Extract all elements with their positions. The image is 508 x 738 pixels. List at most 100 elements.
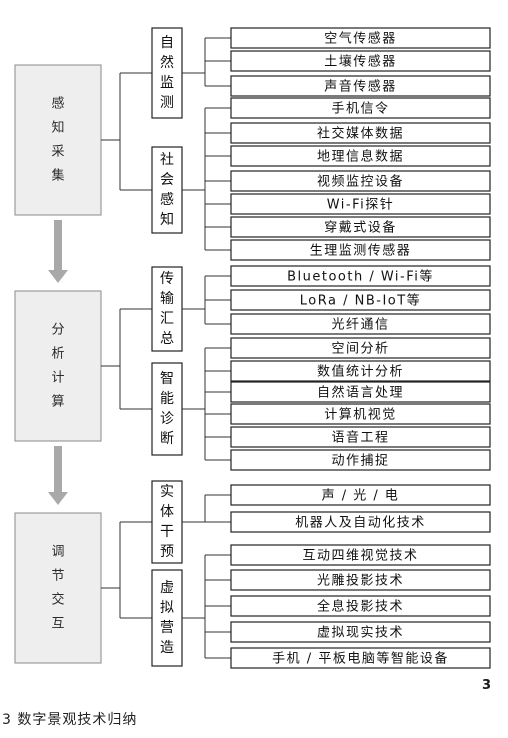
leaf-box bbox=[230, 145, 491, 167]
leaf-label: 数值统计分析 bbox=[317, 364, 404, 380]
group-label-char: 预 bbox=[160, 544, 174, 560]
stage-label-char: 算 bbox=[51, 395, 64, 410]
group-box bbox=[151, 362, 183, 456]
down-arrow-shaft bbox=[54, 446, 62, 493]
leaf-box bbox=[230, 647, 491, 669]
leaf-label: 动作捕捉 bbox=[331, 453, 389, 469]
leaf-box bbox=[230, 426, 491, 448]
stage-label-char: 析 bbox=[51, 347, 64, 362]
down-arrow-shaft bbox=[54, 220, 62, 271]
leaf-label: 生理监测传感器 bbox=[310, 243, 412, 259]
leaf-box bbox=[230, 621, 491, 643]
group-label-char: 虚 bbox=[160, 580, 174, 596]
leaf-label: 光雕投影技术 bbox=[317, 573, 404, 589]
group-label-char: 输 bbox=[160, 291, 174, 307]
leaf-label: 手机信令 bbox=[331, 102, 389, 117]
down-arrow-icon bbox=[48, 492, 68, 505]
stage-label-char: 调 bbox=[51, 545, 64, 560]
stage-label-char: 采 bbox=[51, 145, 64, 160]
leaf-label: 地理信息数据 bbox=[317, 149, 404, 165]
group-label-char: 监 bbox=[160, 75, 174, 91]
leaf-box bbox=[230, 122, 491, 144]
stage-label-char: 集 bbox=[51, 168, 64, 184]
leaf-box bbox=[230, 216, 491, 238]
leaf-label: 计算机视觉 bbox=[324, 408, 397, 423]
leaf-label: 空间分析 bbox=[331, 342, 389, 357]
stage-box bbox=[14, 64, 102, 216]
leaf-label: 声音传感器 bbox=[324, 79, 397, 95]
group-label-char: 干 bbox=[160, 524, 174, 540]
group-label-char: 测 bbox=[160, 95, 174, 111]
leaf-box bbox=[230, 313, 491, 335]
group-label-char: 拟 bbox=[160, 600, 174, 616]
stage-label-char: 知 bbox=[51, 120, 64, 136]
leaf-box bbox=[230, 170, 491, 192]
leaf-box bbox=[230, 569, 491, 591]
leaf-box bbox=[230, 511, 491, 533]
leaf-label: 光纤通信 bbox=[331, 318, 389, 333]
group-label-char: 自 bbox=[160, 35, 174, 51]
leaf-box bbox=[230, 289, 491, 311]
leaf-box bbox=[230, 50, 491, 72]
leaf-box bbox=[230, 75, 491, 97]
leaf-label: Bluetooth / Wi-Fi等 bbox=[287, 269, 434, 285]
leaf-label: Wi-Fi探针 bbox=[327, 198, 395, 213]
group-label-char: 感 bbox=[160, 191, 174, 208]
leaf-box bbox=[230, 484, 491, 506]
page-number: 3 bbox=[482, 678, 492, 693]
leaf-box bbox=[230, 595, 491, 617]
group-label-char: 会 bbox=[160, 172, 174, 188]
down-arrow-icon bbox=[48, 270, 68, 283]
group-label-char: 实 bbox=[160, 484, 174, 500]
group-label-char: 传 bbox=[160, 271, 174, 287]
stage-label-char: 交 bbox=[51, 592, 64, 608]
leaf-box bbox=[230, 544, 491, 566]
group-label-char: 社 bbox=[160, 152, 174, 168]
group-box bbox=[151, 569, 183, 667]
leaf-box bbox=[230, 97, 491, 119]
leaf-box bbox=[230, 381, 491, 403]
group-label-char: 然 bbox=[160, 54, 174, 71]
leaf-label: 穿戴式设备 bbox=[324, 220, 397, 236]
stage-box bbox=[14, 512, 102, 664]
stage-label-char: 感 bbox=[51, 96, 64, 112]
leaf-label: 空气传感器 bbox=[324, 31, 397, 47]
leaf-box bbox=[230, 193, 491, 215]
group-label-char: 造 bbox=[160, 640, 174, 656]
group-label-char: 体 bbox=[160, 504, 174, 520]
leaf-label: 视频监控设备 bbox=[317, 174, 404, 190]
group-label-char: 断 bbox=[160, 431, 174, 447]
group-box bbox=[151, 146, 183, 234]
figure-caption: 3 数字景观技术归纳 bbox=[2, 712, 138, 728]
leaf-box bbox=[230, 449, 491, 471]
group-label-char: 智 bbox=[160, 371, 174, 387]
stage-box bbox=[14, 290, 102, 442]
leaf-box bbox=[230, 239, 491, 261]
leaf-box bbox=[230, 403, 491, 425]
group-label-char: 诊 bbox=[160, 411, 174, 427]
group-label-char: 知 bbox=[160, 211, 174, 228]
leaf-label: 机器人及自动化技术 bbox=[295, 516, 426, 531]
leaf-label: 声 / 光 / 电 bbox=[322, 489, 400, 504]
leaf-box bbox=[230, 27, 491, 49]
group-label-char: 汇 bbox=[160, 311, 174, 327]
leaf-box bbox=[230, 265, 491, 287]
leaf-label: 互动四维视觉技术 bbox=[302, 549, 418, 564]
stage-label-char: 节 bbox=[51, 569, 64, 584]
leaf-label: 语音工程 bbox=[331, 430, 389, 446]
group-box bbox=[151, 480, 183, 564]
leaf-box bbox=[230, 337, 491, 359]
group-label-char: 营 bbox=[160, 620, 174, 636]
leaf-label: LoRa / NB-IoT等 bbox=[300, 293, 421, 309]
leaf-label: 社交媒体数据 bbox=[317, 126, 404, 142]
leaf-label: 手机 / 平板电脑等智能设备 bbox=[272, 651, 449, 667]
stage-label-char: 计 bbox=[51, 371, 64, 386]
group-box bbox=[151, 27, 183, 119]
stage-label-char: 互 bbox=[51, 617, 64, 632]
group-label-char: 能 bbox=[160, 391, 174, 407]
leaf-label: 全息投影技术 bbox=[317, 599, 404, 615]
leaf-label: 虚拟现实技术 bbox=[317, 626, 404, 641]
stage-label-char: 分 bbox=[51, 323, 64, 338]
leaf-box bbox=[230, 360, 491, 382]
